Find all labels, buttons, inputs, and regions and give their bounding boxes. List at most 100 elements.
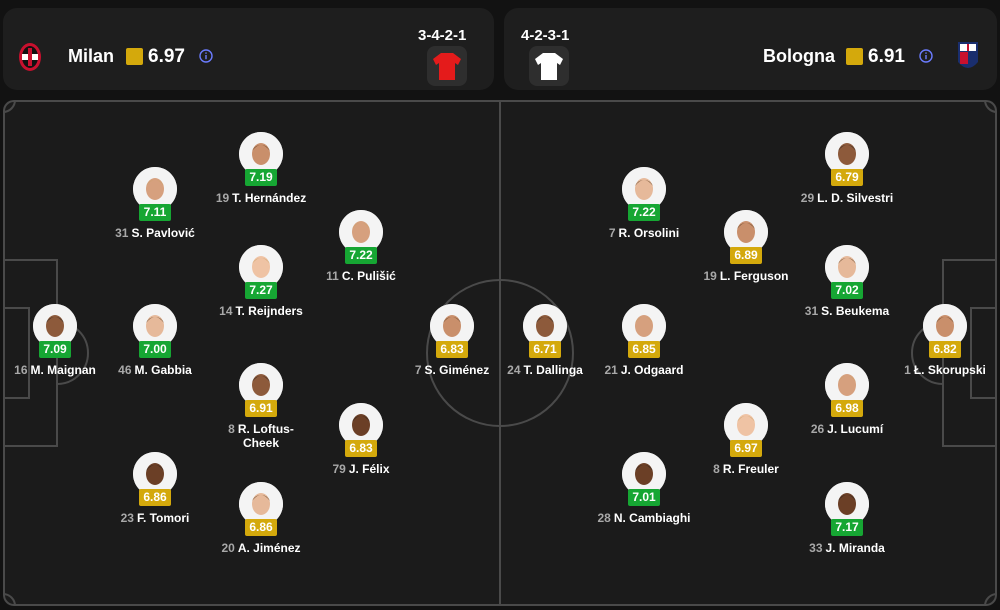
player-avatar[interactable] (825, 132, 869, 176)
player-number: 31 (115, 226, 129, 240)
player-name: Ł. Skorupski (913, 363, 986, 377)
home-team-name[interactable]: Milan (68, 46, 115, 66)
player-avatar[interactable] (523, 304, 567, 348)
player-name: T. Reijnders (235, 304, 303, 318)
player-number: 8 (713, 462, 720, 476)
player-number: 24 (507, 363, 521, 377)
away-team-name[interactable]: Bologna (763, 46, 835, 66)
home-team-rating: 6.97 (148, 46, 185, 67)
player-rating-badge: 6.83 (436, 341, 468, 358)
player-rating-badge: 6.91 (245, 400, 277, 417)
player-photo-icon (133, 304, 177, 348)
player-number: 79 (332, 462, 346, 476)
player-name: N. Cambiaghi (613, 511, 691, 525)
player-number: 33 (809, 541, 823, 555)
player-avatar[interactable] (825, 482, 869, 526)
away-team-rating: 6.91 (868, 46, 905, 67)
player-avatar[interactable] (133, 304, 177, 348)
player-rating-badge: 7.09 (39, 341, 71, 358)
player-photo-icon (523, 304, 567, 348)
info-icon[interactable] (199, 49, 213, 63)
player-number: 19 (215, 191, 230, 205)
player-rating-badge: 6.83 (345, 440, 377, 457)
player-name: T. Dallinga (523, 363, 583, 377)
player-photo-icon (825, 363, 869, 407)
player-rating-badge: 7.00 (139, 341, 171, 358)
player-rating-badge: 6.86 (245, 519, 277, 536)
info-icon[interactable] (919, 49, 933, 63)
player-name: S. Beukema (821, 304, 890, 318)
player-avatar[interactable] (724, 403, 768, 447)
player-avatar[interactable] (33, 304, 77, 348)
player-avatar[interactable] (825, 245, 869, 289)
player-number: 19 (703, 269, 717, 283)
player-name: S. Pavlović (131, 226, 195, 240)
player-rating-badge: 6.97 (730, 440, 762, 457)
player-avatar[interactable] (430, 304, 474, 348)
player-rating-badge: 6.89 (730, 247, 762, 264)
player-rating-badge: 6.85 (628, 341, 660, 358)
player-number: 26 (810, 422, 825, 436)
player-rating-badge: 7.22 (345, 247, 377, 264)
away-team-header: 4-2-3-1 Bologna 6.91 (504, 8, 997, 90)
player-name: J. Lucumí (827, 422, 884, 436)
player-rating-badge: 7.02 (831, 282, 863, 299)
player-avatar[interactable] (239, 245, 283, 289)
player-rating-badge: 7.22 (628, 204, 660, 221)
player-rating-badge: 7.17 (831, 519, 863, 536)
player-number: 28 (597, 511, 611, 525)
player-number: 21 (604, 363, 618, 377)
player-number: 14 (219, 304, 233, 318)
red-shirt-icon (433, 53, 461, 80)
away-kit (529, 46, 569, 86)
player-name: C. Pulišić (341, 269, 396, 283)
bologna-crest-icon (958, 42, 978, 68)
player-avatar[interactable] (825, 363, 869, 407)
player-number: 7 (608, 226, 616, 240)
player-rating-badge: 6.86 (139, 489, 171, 506)
home-rating-badge (126, 48, 143, 65)
home-kit (427, 46, 467, 86)
player-rating-badge: 6.98 (831, 400, 863, 417)
away-formation: 4-2-3-1 (521, 27, 570, 44)
player-name: T. Hernández (232, 191, 307, 205)
player-avatar[interactable] (724, 210, 768, 254)
player-rating-badge: 7.01 (628, 489, 660, 506)
player-name: S. Giménez (424, 363, 490, 377)
player-number: 8 (228, 422, 235, 436)
milan-crest-icon (19, 43, 41, 71)
player-number: 23 (120, 511, 134, 525)
player-rating-badge: 6.71 (529, 341, 561, 358)
player-name: R. Loftus-Cheek (237, 422, 294, 450)
player-name: J. Félix (348, 462, 390, 476)
player-photo-icon (622, 452, 666, 496)
player-number: 31 (804, 304, 819, 318)
player-number: 7 (414, 363, 422, 377)
player-number: 16 (14, 363, 28, 377)
player-name: R. Orsolini (618, 226, 680, 240)
player-number: 20 (221, 541, 235, 555)
player-avatar[interactable] (622, 452, 666, 496)
player-number: 11 (326, 269, 339, 283)
player-avatar[interactable] (239, 132, 283, 176)
player-name: M. Maignan (30, 363, 96, 377)
player-avatar[interactable] (239, 363, 283, 407)
player-number: 29 (800, 191, 815, 205)
